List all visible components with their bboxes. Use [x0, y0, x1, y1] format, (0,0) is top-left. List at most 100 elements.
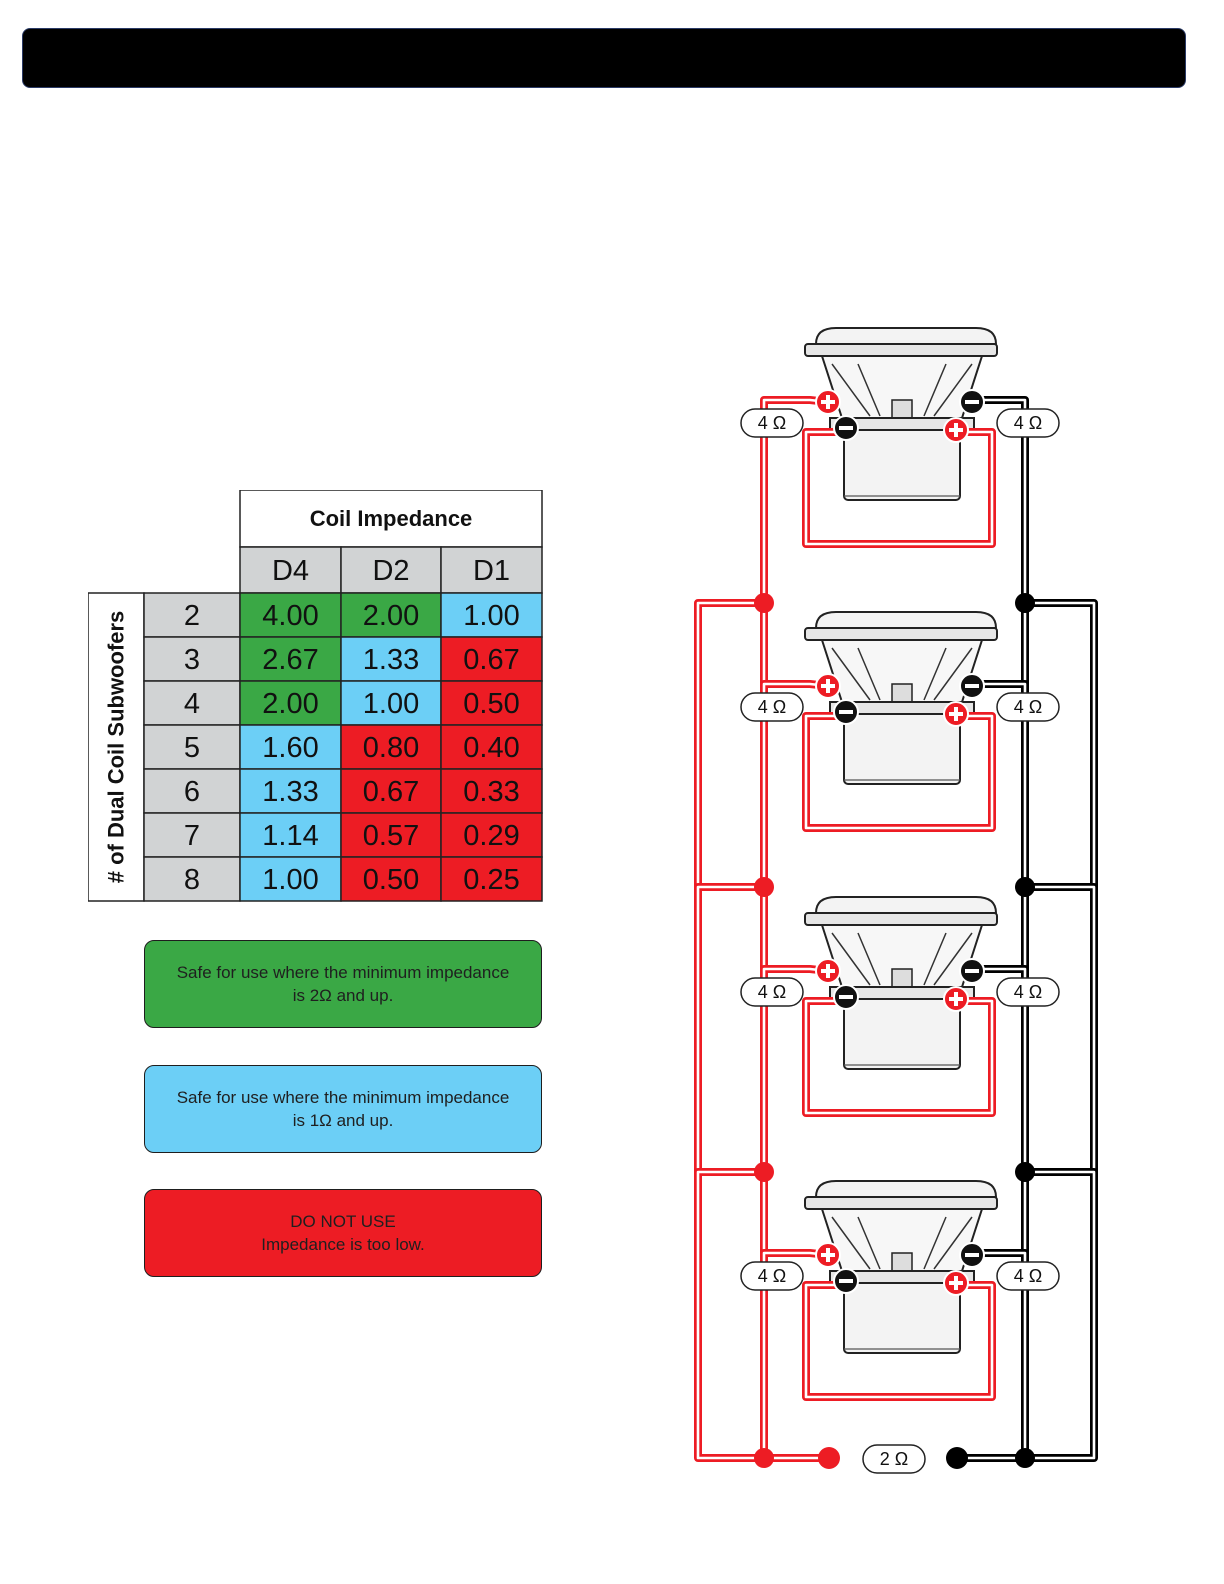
coil-impedance-label: 4 Ω — [740, 1261, 804, 1291]
svg-text:4 Ω: 4 Ω — [758, 697, 786, 717]
cell-value: 0.80 — [363, 732, 419, 764]
cell-value: 1.00 — [463, 600, 519, 632]
row-count-cell — [143, 636, 241, 682]
table-cell — [239, 812, 342, 858]
legend-safe-2ohm: Safe for use where the minimum impedance… — [144, 940, 542, 1028]
positive-terminal-icon — [943, 417, 969, 443]
table-cell — [340, 856, 442, 902]
junction-dot — [754, 1448, 774, 1468]
junction-dot — [754, 877, 774, 897]
svg-text:4 Ω: 4 Ω — [1014, 697, 1042, 717]
row-count-cell — [143, 768, 241, 814]
table-header: Coil Impedance — [310, 506, 473, 531]
coil-impedance-label: 4 Ω — [996, 408, 1060, 438]
svg-text:4 Ω: 4 Ω — [1014, 982, 1042, 1002]
row-count: 2 — [184, 600, 200, 632]
table-cell — [239, 724, 342, 770]
cell-value: 0.33 — [463, 776, 519, 808]
cell-value: 4.00 — [262, 600, 318, 632]
junction-dot — [1015, 1448, 1035, 1468]
table-cell — [440, 680, 543, 726]
legend-safe-2ohm-line2: is 2Ω and up. — [292, 986, 394, 1005]
speaker-1: 4 Ω 4 Ω — [740, 327, 1060, 548]
positive-bus-wire — [694, 883, 764, 1176]
legend-safe-1ohm: Safe for use where the minimum impedance… — [144, 1065, 542, 1153]
header-bar — [22, 28, 1186, 88]
cell-value: 0.40 — [463, 732, 519, 764]
table-cell — [440, 812, 543, 858]
table-cell — [440, 636, 543, 682]
coil-impedance-label: 4 Ω — [740, 977, 804, 1007]
column-header-d1: D1 — [473, 555, 510, 587]
positive-terminal-icon — [815, 958, 841, 984]
positive-terminal-icon — [815, 673, 841, 699]
positive-terminal-icon — [943, 986, 969, 1012]
table-cell — [340, 592, 442, 638]
coil-impedance-label: 4 Ω — [996, 977, 1060, 1007]
cell-value: 0.50 — [463, 688, 519, 720]
legend-safe-1ohm-line1: Safe for use where the minimum impedance — [176, 1088, 510, 1107]
table-cell — [440, 768, 543, 814]
subwoofer-icon — [804, 611, 998, 785]
negative-terminal-icon — [833, 1268, 859, 1294]
row-count: 7 — [184, 820, 200, 852]
coil-impedance-label: 4 Ω — [740, 408, 804, 438]
junction-dot — [754, 593, 774, 613]
cell-value: 0.29 — [463, 820, 519, 852]
junction-dot — [1015, 877, 1035, 897]
svg-text:4 Ω: 4 Ω — [758, 982, 786, 1002]
table-cell — [340, 680, 442, 726]
cell-value: 1.33 — [262, 776, 318, 808]
speaker-3: 4 Ω 4 Ω — [740, 896, 1060, 1117]
row-count: 5 — [184, 732, 200, 764]
row-axis-label: # of Dual Coil Subwoofers — [104, 611, 129, 884]
total-impedance-label: 2 Ω — [862, 1444, 926, 1474]
svg-text:4 Ω: 4 Ω — [758, 1266, 786, 1286]
cell-value: 2.00 — [262, 688, 318, 720]
speaker-2: 4 Ω 4 Ω — [740, 611, 1060, 832]
coil-impedance-label: 4 Ω — [740, 692, 804, 722]
junction-dot — [754, 1162, 774, 1182]
positive-terminal-icon — [943, 701, 969, 727]
svg-text:4 Ω: 4 Ω — [1014, 1266, 1042, 1286]
junction-dot — [1015, 593, 1035, 613]
row-count-cell — [143, 724, 241, 770]
output-positive-terminal — [818, 1447, 840, 1469]
legend-do-not-use-line1: DO NOT USE — [290, 1212, 396, 1231]
cell-value: 1.33 — [363, 644, 419, 676]
table-cell — [340, 812, 442, 858]
svg-text:4 Ω: 4 Ω — [1014, 413, 1042, 433]
cell-value: 1.00 — [363, 688, 419, 720]
cell-value: 2.67 — [262, 644, 318, 676]
cell-value: 1.60 — [262, 732, 318, 764]
negative-bus-wire — [1025, 599, 1098, 891]
row-count-cell — [143, 856, 241, 902]
legend-safe-1ohm-line2: is 1Ω and up. — [292, 1111, 394, 1130]
legend-safe-2ohm-line1: Safe for use where the minimum impedance — [176, 963, 510, 982]
negative-terminal-icon — [959, 1242, 985, 1268]
negative-terminal-icon — [959, 958, 985, 984]
negative-terminal-icon — [833, 699, 859, 725]
svg-text:4 Ω: 4 Ω — [758, 413, 786, 433]
coil-impedance-label: 4 Ω — [996, 1261, 1060, 1291]
subwoofer-icon — [804, 327, 998, 501]
negative-terminal-icon — [833, 984, 859, 1010]
legend-do-not-use-line2: Impedance is too low. — [261, 1235, 425, 1254]
cell-value: 1.00 — [262, 864, 318, 896]
negative-bus-wire — [1025, 883, 1098, 1176]
table-cell — [340, 724, 442, 770]
legend-do-not-use: DO NOT USE Impedance is too low. — [144, 1189, 542, 1277]
cell-value: 0.50 — [363, 864, 419, 896]
cell-value: 0.67 — [363, 776, 419, 808]
table-cell — [239, 856, 342, 902]
row-count: 8 — [184, 864, 200, 896]
table-cell — [440, 724, 543, 770]
cell-value: 2.00 — [363, 600, 419, 632]
wiring-diagram: 4 Ω 4 Ω 4 Ω 4 Ω 4 Ω 4 Ω 4 Ω 4 Ω 2 Ω — [694, 327, 1098, 1474]
column-header-cell — [239, 546, 342, 594]
column-header-d2: D2 — [372, 555, 409, 587]
negative-terminal-icon — [959, 673, 985, 699]
positive-terminal-icon — [943, 1270, 969, 1296]
table-cell — [440, 856, 543, 902]
positive-terminal-icon — [815, 389, 841, 415]
